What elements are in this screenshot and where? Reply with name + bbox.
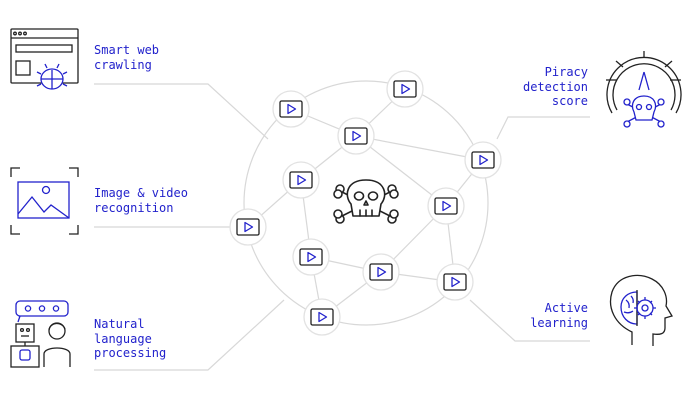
- robot-person-chat-icon: [10, 300, 71, 368]
- video-play-icon: [337, 117, 375, 155]
- label-line: Smart web: [94, 43, 160, 57]
- label-line: learning: [530, 315, 588, 330]
- video-nodes: [229, 70, 502, 336]
- head-brain-icon: [609, 274, 673, 346]
- label-line: crawling: [94, 57, 152, 72]
- label-line: recognition: [94, 200, 174, 215]
- label-line: score: [551, 94, 588, 108]
- video-play-icon: [272, 90, 310, 128]
- network-outer-ring: [243, 80, 489, 326]
- video-play-icon: [386, 70, 424, 108]
- label-line: processing: [94, 346, 167, 360]
- label-line: detection: [522, 79, 588, 94]
- video-play-icon: [427, 187, 465, 225]
- video-play-icon: [282, 161, 320, 199]
- feature-label-image-video-recognition: Image & video recognition: [94, 186, 188, 215]
- video-play-icon: [292, 238, 330, 276]
- label-line: Piracy: [544, 65, 588, 79]
- feature-label-natural-language-processing: Natural language processing: [94, 317, 166, 361]
- label-line: Natural: [94, 317, 145, 331]
- feature-label-smart-web-crawling: Smart web crawling: [94, 43, 159, 72]
- video-play-icon: [362, 253, 400, 291]
- label-line: Image & video: [94, 186, 188, 200]
- video-play-icon: [303, 298, 341, 336]
- video-play-icon: [464, 141, 502, 179]
- label-line: Active: [544, 301, 588, 315]
- label-line: language: [94, 331, 152, 346]
- video-play-icon: [229, 208, 267, 246]
- skull-crossbones-icon: [333, 179, 399, 224]
- image-frame-icon: [10, 167, 79, 235]
- feature-label-piracy-detection-score: Piracy detection score: [523, 65, 588, 109]
- gauge-skull-icon: [606, 51, 682, 128]
- video-play-icon: [436, 263, 474, 301]
- browser-bug-icon: [10, 28, 79, 90]
- label-connectors: [94, 83, 590, 371]
- feature-label-active-learning: Active learning: [530, 301, 588, 330]
